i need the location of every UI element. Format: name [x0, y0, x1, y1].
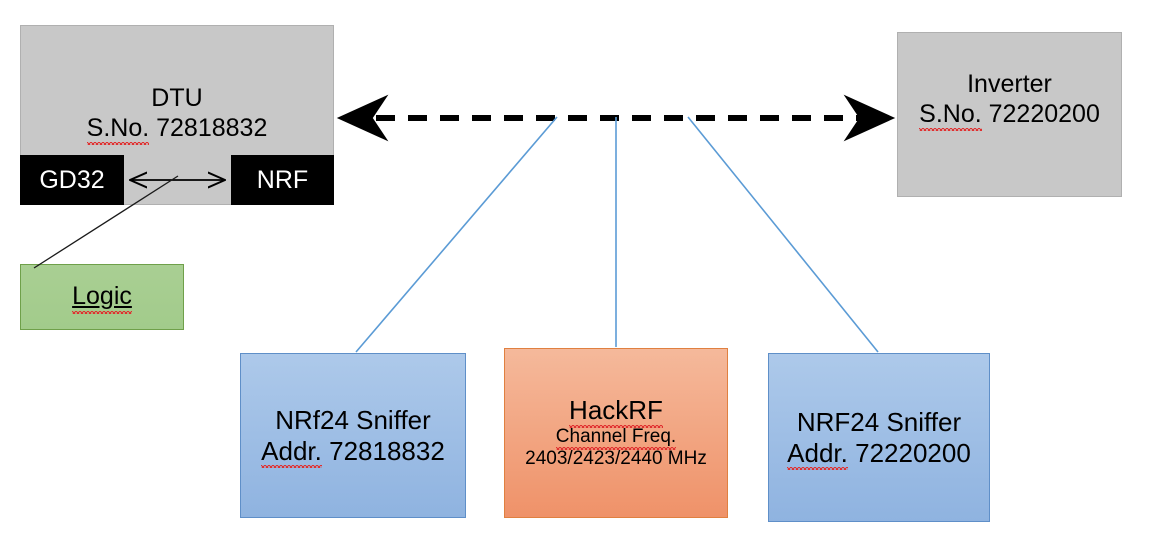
nrf24-right-title: NRF24 Sniffer	[797, 407, 961, 438]
nrf-chip-label: NRF	[256, 165, 309, 194]
hackrf-channel-label-text: Channel Freq.	[555, 425, 677, 451]
hackrf-title: HackRF	[569, 395, 663, 428]
nrf24-left-address: Addr. 72818832	[261, 435, 445, 468]
dtu-serial-prefix: S.No.	[86, 113, 150, 145]
nrf24-sniffer-right-node[interactable]: NRF24 Sniffer Addr. 72220200	[768, 353, 990, 522]
logic-label: Logic	[72, 282, 132, 314]
nrf24-left-title: NRf24 Sniffer	[275, 405, 431, 436]
nrf24-right-title-text: NRF24 Sniffer	[796, 406, 962, 437]
nrf24-left-address-prefix: Addr.	[261, 435, 322, 468]
hackrf-node[interactable]: HackRF Channel Freq. 2403/2423/2440 MHz	[504, 348, 728, 518]
nrf24-left-address-value: 72818832	[329, 435, 445, 466]
inverter-title: Inverter	[967, 70, 1052, 98]
nrf24-sniffer-left-node[interactable]: NRf24 Sniffer Addr. 72818832	[240, 353, 466, 518]
inverter-node[interactable]: Inverter S.No. 72220200	[897, 32, 1122, 197]
gd32-chip-label: GD32	[39, 165, 105, 194]
nrf24-left-title-text: NRf24 Sniffer	[275, 404, 431, 435]
hackrf-channel-freqs: 2403/2423/2440 MHz	[525, 448, 707, 470]
inverter-serial: S.No. 72220200	[919, 99, 1100, 131]
dtu-serial: S.No. 72818832	[86, 113, 268, 145]
inverter-serial-prefix: S.No.	[919, 99, 982, 131]
hackrf-channel-label: Channel Freq.	[555, 425, 677, 451]
nrf24-right-address-prefix: Addr.	[787, 437, 848, 470]
logic-analyzer-node[interactable]: Logic	[20, 264, 184, 330]
sniff-line-left	[355, 116, 558, 353]
nrf24-right-address-value: 72220200	[855, 437, 971, 468]
nrf-chip[interactable]: NRF	[231, 155, 334, 205]
nrf24-right-address: Addr. 72220200	[787, 437, 971, 470]
dtu-title: DTU	[151, 84, 203, 112]
inverter-serial-value: 72220200	[988, 99, 1100, 128]
gd32-chip[interactable]: GD32	[20, 155, 124, 205]
dtu-serial-value: 72818832	[156, 113, 268, 142]
sniff-line-right	[687, 116, 879, 353]
